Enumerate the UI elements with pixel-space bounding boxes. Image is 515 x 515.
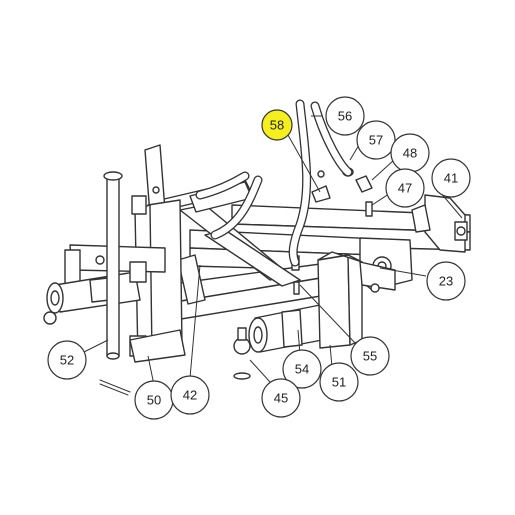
callout-56-label: 56	[338, 109, 352, 124]
callout-45[interactable]: 45	[261, 378, 301, 418]
callout-47-label: 47	[398, 181, 412, 196]
left-end-cap	[64, 249, 81, 286]
callout-52[interactable]: 52	[47, 340, 87, 380]
callout-51-circle	[319, 362, 359, 402]
callout-47[interactable]: 47	[385, 168, 425, 208]
left-grease-cap	[43, 311, 57, 325]
callout-50[interactable]: 50	[134, 380, 174, 420]
square-post-front	[317, 254, 351, 349]
callout-54-circle	[282, 349, 322, 389]
callout-42[interactable]: 42	[170, 375, 210, 415]
frame-assembly	[43, 144, 471, 396]
callout-58[interactable]: 58	[261, 109, 293, 141]
clamp-58-bolt	[317, 170, 325, 178]
callout-45-circle	[261, 378, 301, 418]
callout-51-label: 51	[332, 375, 346, 390]
ball-joint-stem	[237, 327, 247, 341]
tall-pin	[106, 177, 120, 357]
callout-50-label: 50	[147, 393, 161, 408]
callout-54-label: 54	[295, 362, 309, 377]
callout-57[interactable]: 57	[356, 120, 396, 160]
callout-55-circle	[350, 336, 390, 376]
pin-clamp-upper	[131, 195, 147, 215]
right-axle-collar	[281, 309, 303, 348]
callout-41-circle	[431, 158, 471, 198]
callout-41-label: 41	[444, 171, 458, 186]
callout-54[interactable]: 54	[282, 349, 322, 389]
callout-47-circle	[385, 168, 425, 208]
clamp-58	[311, 185, 331, 203]
callout-58-label: 58	[270, 118, 284, 133]
washer	[233, 372, 251, 380]
callout-57-circle	[356, 120, 396, 160]
callout-42-circle	[170, 375, 210, 415]
left-column	[147, 199, 183, 353]
callout-48[interactable]: 48	[390, 133, 430, 173]
callout-56[interactable]: 56	[325, 96, 365, 136]
callout-58-circle	[261, 109, 293, 141]
hydraulic-hoses	[195, 99, 353, 267]
callout-23-label: 23	[439, 274, 453, 289]
tall-pin-head	[103, 171, 123, 181]
callout-55[interactable]: 55	[350, 336, 390, 376]
right-axle-bore	[253, 326, 263, 344]
callout-57-label: 57	[369, 133, 383, 148]
callout-45-label: 45	[274, 391, 288, 406]
tall-pin-end	[106, 352, 120, 360]
pin-clamp-mid	[129, 261, 147, 283]
left-axle-bore	[50, 290, 60, 306]
fitting-47	[365, 201, 373, 217]
callout-48-label: 48	[403, 146, 417, 161]
cotter-pin	[99, 379, 131, 396]
callout-23-circle	[426, 261, 466, 301]
callout-55-label: 55	[363, 349, 377, 364]
callout-51[interactable]: 51	[319, 362, 359, 402]
callout-56-circle	[325, 96, 365, 136]
lower-right-bolt	[370, 283, 380, 293]
elbow-48	[355, 175, 373, 193]
plate-hole	[152, 186, 160, 194]
right-tab	[411, 204, 431, 233]
leader-lines	[83, 115, 463, 386]
vertical-brace	[177, 254, 206, 305]
right-pin-hole	[456, 226, 466, 236]
callout-41[interactable]: 41	[431, 158, 471, 198]
callout-23[interactable]: 23	[426, 261, 466, 301]
callout-52-circle	[47, 340, 87, 380]
left-bolt	[95, 255, 105, 265]
fitting-55-lower	[293, 281, 300, 295]
callout-52-label: 52	[60, 353, 74, 368]
foot-plate	[129, 329, 186, 363]
callout-42-label: 42	[183, 388, 197, 403]
